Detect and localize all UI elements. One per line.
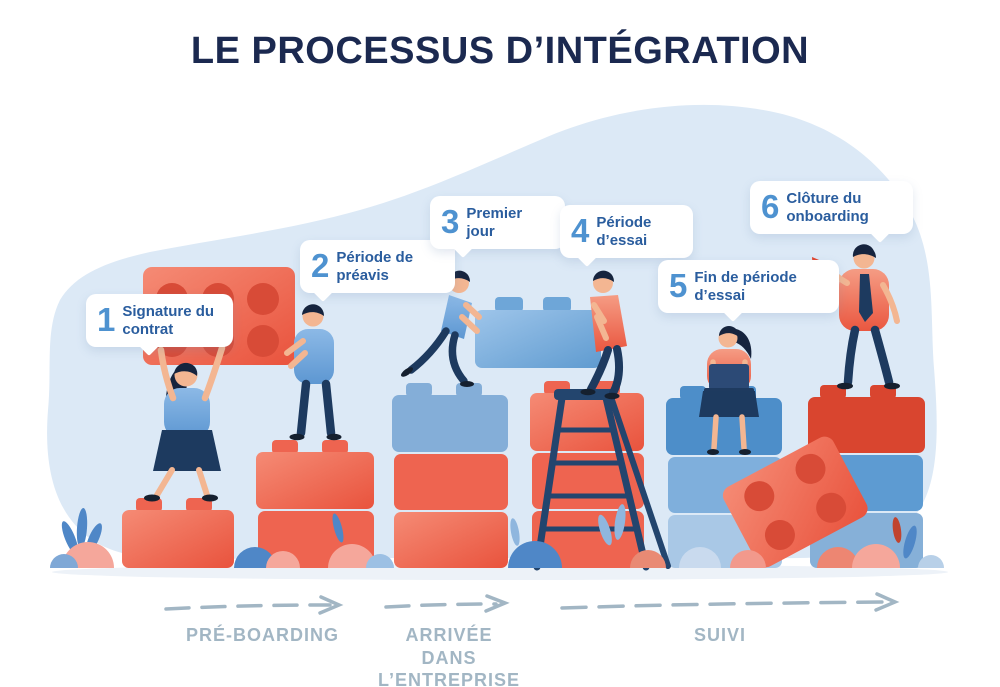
plants — [50, 504, 944, 568]
person-6-megaphone-man — [812, 244, 900, 390]
carried-blue-brick — [475, 297, 601, 368]
arrow-pre-boarding — [164, 603, 332, 611]
step-number: 1 — [97, 301, 116, 338]
arrowhead-suivi — [874, 592, 900, 612]
tie — [859, 274, 873, 322]
laptop — [709, 364, 749, 390]
arrow-suivi — [560, 600, 888, 610]
timeline-phase-label-pre-boarding: PRÉ-BOARDING — [185, 625, 339, 645]
step-callout-3: 3 Premier jour — [430, 196, 565, 259]
brick-stack-1 — [122, 498, 234, 568]
step-number: 4 — [571, 212, 590, 249]
person-1-lifting-woman — [144, 344, 226, 502]
step-number: 5 — [669, 267, 688, 304]
arrowhead-pre-boarding — [318, 595, 344, 615]
timeline-phase-label-arrivee: ARRIVÉE DANS L’ENTREPRISE — [378, 625, 521, 687]
step-label: Clôture du onboarding — [786, 190, 869, 225]
step-callout-6: 6 Clôture du onboarding — [750, 181, 913, 244]
person-5-sitting-woman — [699, 325, 759, 455]
step-label: Fin de période d’essai — [694, 269, 797, 304]
person-2-standing-man — [284, 304, 342, 441]
step-callout-5: 5 Fin de période d’essai — [658, 260, 839, 323]
step-label: Signature du contrat — [122, 303, 215, 338]
step-number: 2 — [311, 247, 330, 284]
ladder — [533, 389, 671, 571]
step-callout-1: 1 Signature du contrat — [86, 294, 233, 357]
timeline-phase-label-suivi: SUIVI — [693, 625, 746, 645]
step-label: Période d’essai — [596, 214, 652, 249]
step-callout-4: 4 Période d’essai — [560, 205, 693, 268]
step-number: 3 — [441, 203, 460, 240]
arrow-arrivee — [384, 602, 498, 609]
arrowhead-arrivee — [484, 594, 510, 613]
timeline-arrows — [164, 592, 900, 615]
page-title: LE PROCESSUS D’INTÉGRATION — [190, 30, 810, 72]
step-label: Premier jour — [466, 205, 523, 240]
tilted-red-brick — [722, 436, 868, 568]
brick-stack-3 — [392, 383, 508, 568]
step-label: Période de préavis — [336, 249, 414, 284]
person-4-ladder-man — [580, 270, 627, 400]
step-number: 6 — [761, 188, 780, 225]
step-callout-2: 2 Période de préavis — [300, 240, 455, 303]
